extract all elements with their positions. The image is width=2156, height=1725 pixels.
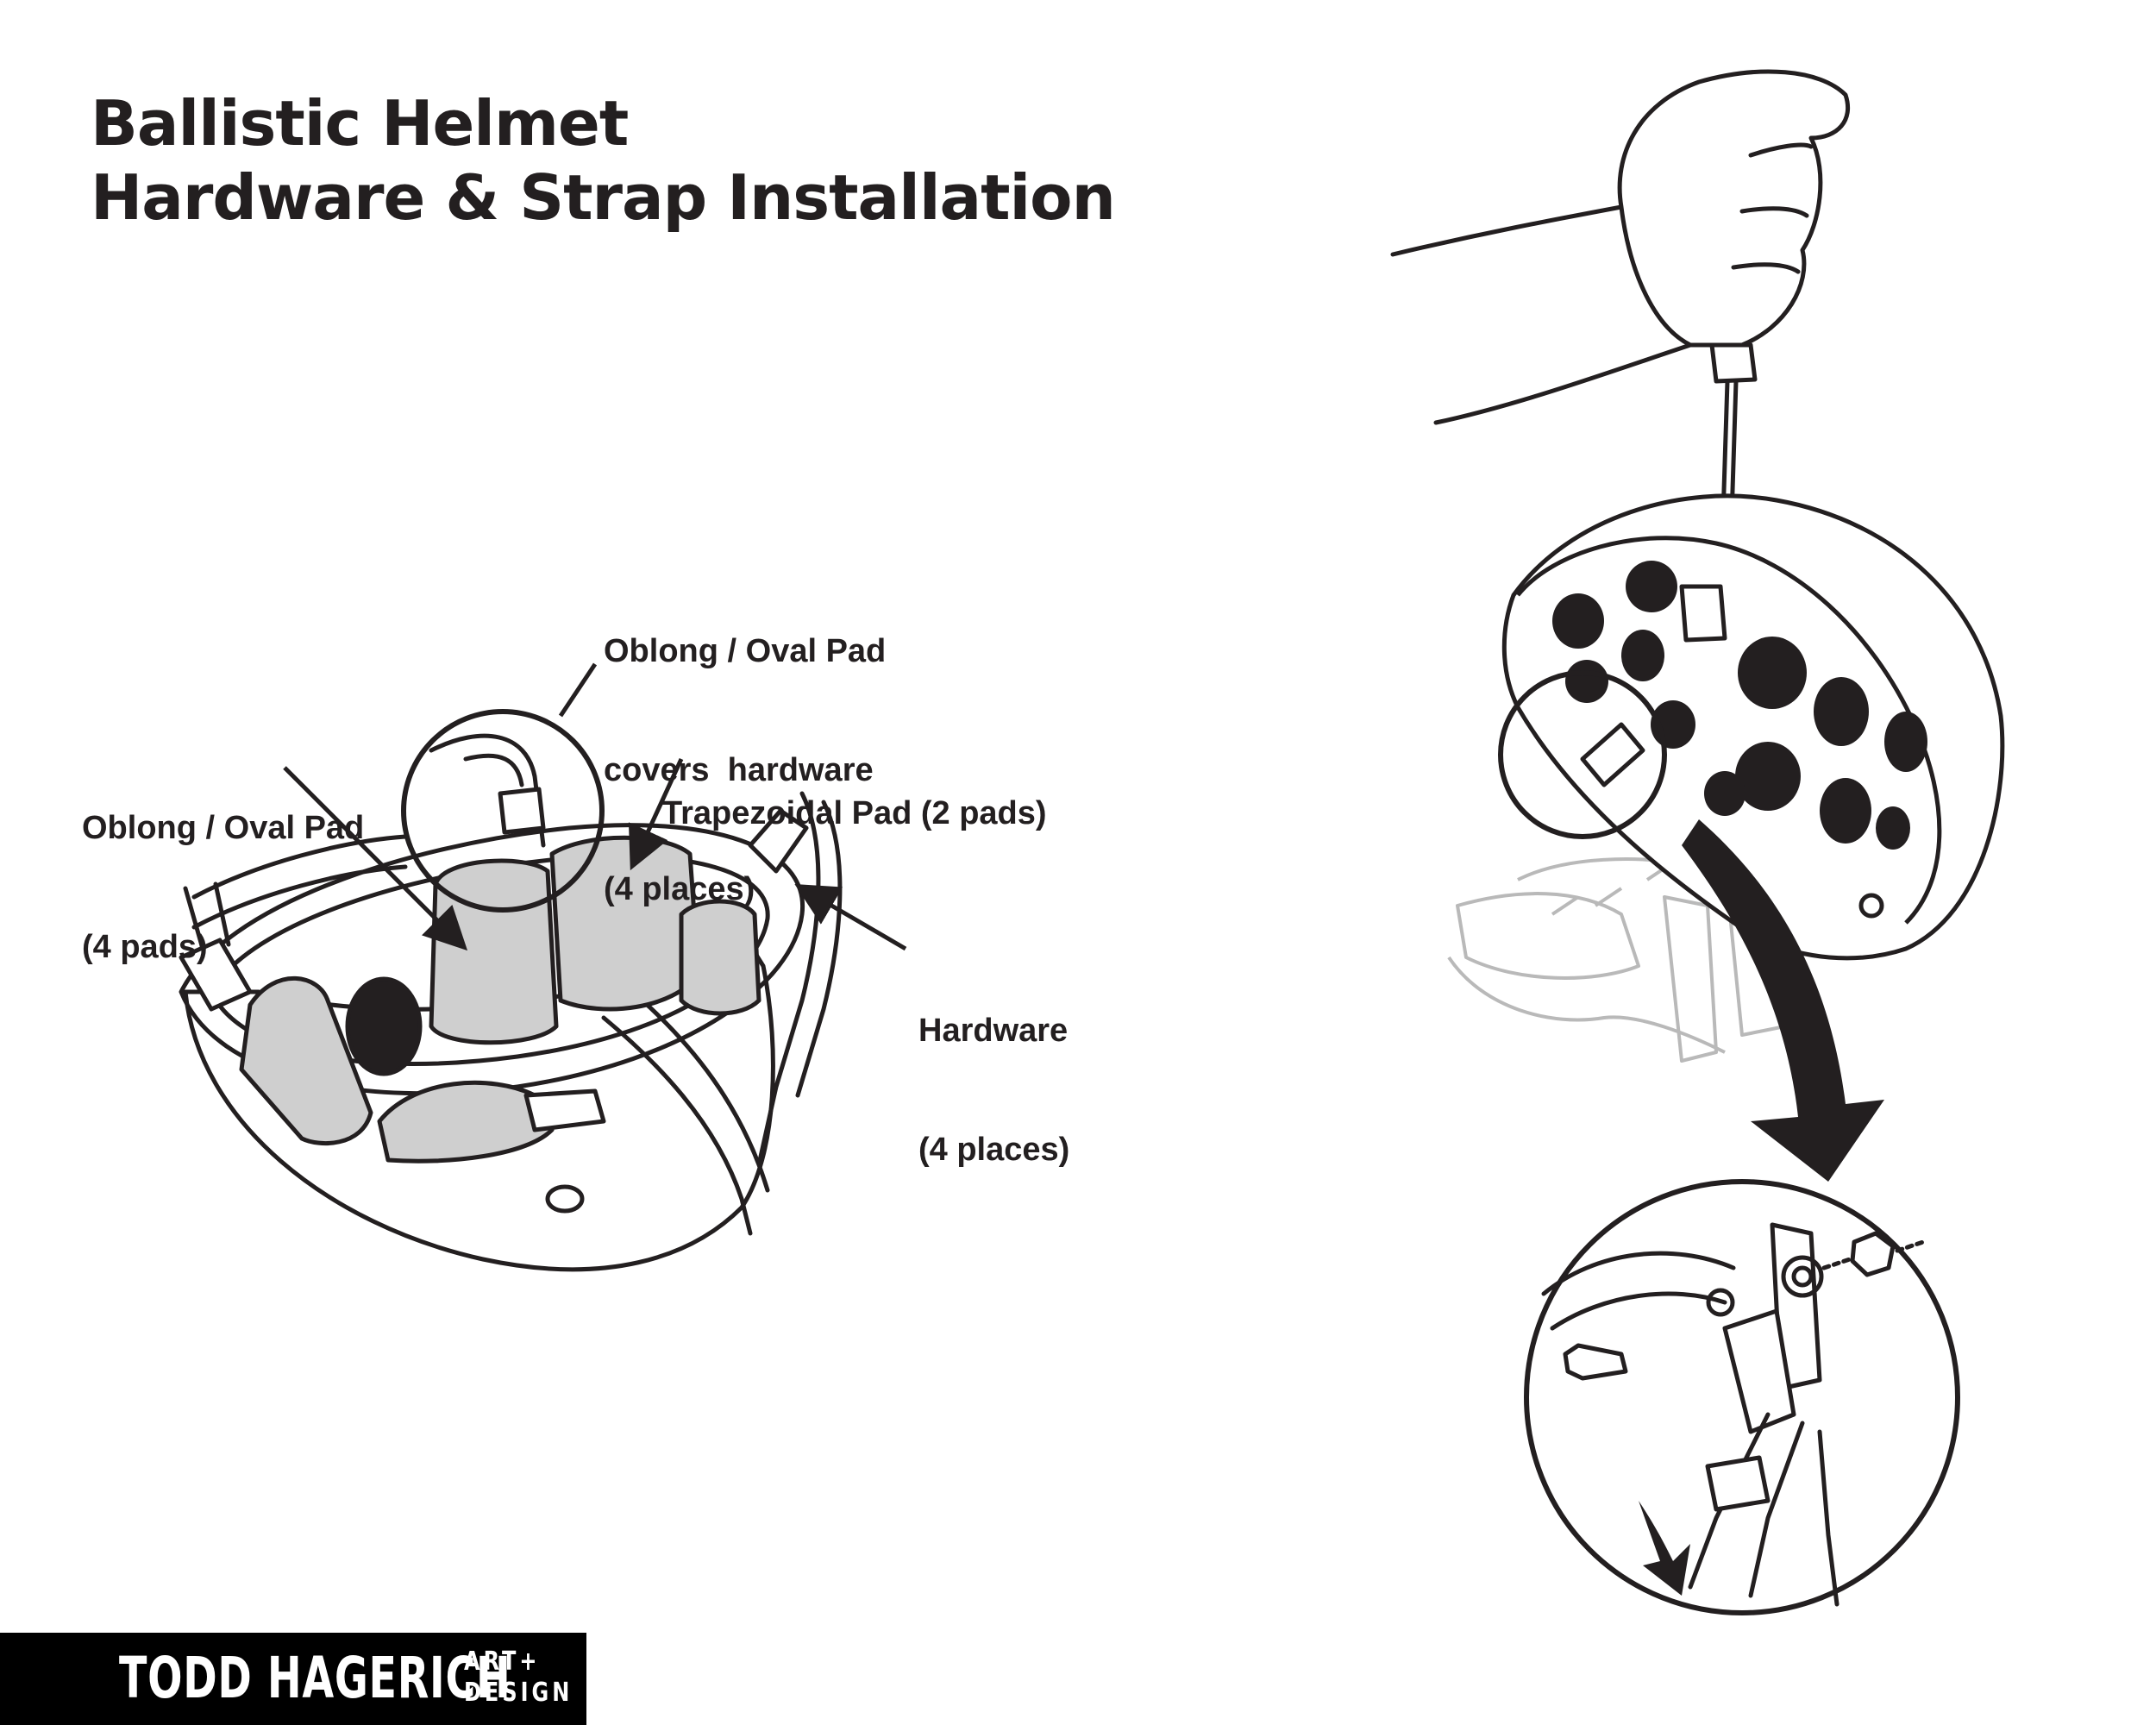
right-hardware — [748, 808, 809, 874]
shell-bolt — [545, 1184, 585, 1214]
oblong-pad-right — [679, 899, 761, 1016]
dash-line — [1821, 1257, 1852, 1270]
top-buckle — [498, 787, 546, 835]
logo-name: TODD HAGERICH — [119, 1645, 511, 1711]
finger-lines — [1731, 142, 1814, 274]
buckle-left-strap — [183, 881, 231, 951]
buckle-left — [179, 938, 253, 1012]
callout-oblong-pad-cover-line-3: (4 places) — [604, 871, 755, 907]
detail-circle-left — [401, 709, 605, 913]
arrow-trapezoidal-pad — [628, 757, 684, 871]
top-buckle-right — [1679, 584, 1727, 643]
hand — [1617, 69, 1851, 348]
hole — [1706, 1288, 1735, 1317]
hardware-detail-zoom — [1524, 1179, 1960, 1615]
strap-lower — [1688, 1412, 1839, 1607]
logo-art: ART+ — [464, 1647, 541, 1677]
artist-logo: TODD HAGERICH ART+ DESIGN — [0, 1633, 586, 1725]
callout-hardware: Hardware (4 places) — [918, 932, 1069, 1209]
oblong-pad-center — [429, 858, 559, 1045]
callout-oblong-pad-cover-line-2: covers hardware — [604, 752, 874, 788]
helmet-outer-shell — [1501, 493, 2005, 961]
strap-buckle — [1705, 1455, 1771, 1512]
nut — [1850, 1231, 1896, 1277]
small-arrow — [1639, 1501, 1690, 1596]
oblong-pad-left — [239, 975, 373, 1145]
shell-bolt-right — [1858, 893, 1884, 919]
right-helmet — [1447, 493, 2005, 1182]
hardware-right — [1580, 722, 1645, 787]
velcro-dots — [1552, 561, 1927, 850]
callout-trapezoidal-pad-text: Trapezoidal Pad (2 pads) — [662, 795, 1047, 831]
screwdriver-handle — [1709, 342, 1758, 384]
chin-strap — [601, 998, 770, 1236]
callout-trapezoidal-pad: Trapezoidal Pad (2 pads) — [662, 714, 1047, 873]
hand-with-screwdriver — [1390, 69, 1851, 543]
top-strap — [429, 733, 546, 848]
callout-oblong-pad-cover: Oblong / Oval Pad covers hardware (4 pla… — [604, 552, 886, 949]
title-line-2: Hardware & Strap Installation — [91, 161, 1116, 234]
page-title: Ballistic Helmet Hardware & Strap Instal… — [91, 86, 1116, 235]
callout-oblong-pad-line-2: (4 pads) — [82, 929, 208, 965]
arm — [1390, 204, 1693, 425]
arrow-hardware — [794, 883, 907, 951]
callout-oblong-pad-line-1: Oblong / Oval Pad — [82, 810, 365, 846]
velcro-disc — [345, 976, 423, 1076]
washer-inner — [1791, 1265, 1814, 1288]
bracket-plate — [1722, 1308, 1796, 1434]
shell-curve — [1541, 1251, 1736, 1331]
curved-arrow — [1682, 819, 1884, 1182]
detail-circle-right — [1498, 670, 1667, 839]
callout-oblong-pad-cover-line-1: Oblong / Oval Pad — [604, 633, 887, 669]
front-strap-left — [191, 834, 408, 930]
dash-line-2 — [1895, 1239, 1926, 1253]
callout-oblong-pad: Oblong / Oval Pad (4 pads) — [82, 729, 364, 1007]
callout-hardware-line-1: Hardware — [918, 1013, 1069, 1049]
callout-hardware-line-2: (4 places) — [918, 1132, 1070, 1168]
screw — [1563, 1343, 1628, 1381]
helmet-rim-right — [1516, 536, 1942, 925]
title-line-1: Ballistic Helmet — [91, 87, 629, 160]
leader-oblong-pad-cover — [558, 662, 598, 718]
buckle-bottom — [523, 1088, 606, 1132]
left-helmet-interior — [179, 709, 843, 1272]
logo-design: DESIGN — [464, 1678, 573, 1708]
callout-arrows — [283, 662, 907, 951]
arrow-oblong-pad — [283, 766, 468, 951]
washer — [1781, 1255, 1824, 1298]
